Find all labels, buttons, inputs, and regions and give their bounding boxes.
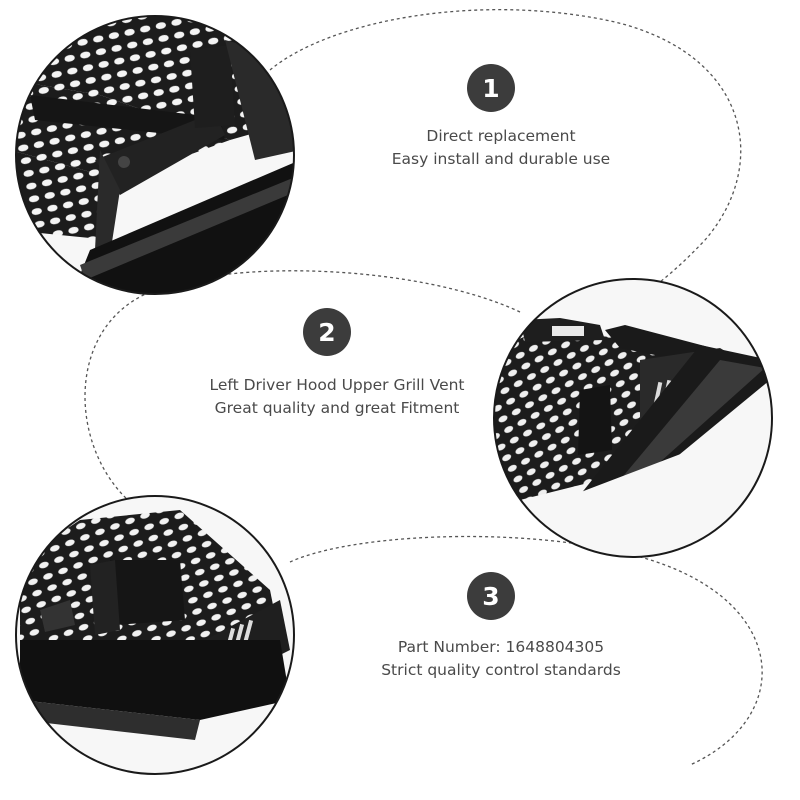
feature-description-2: Left Driver Hood Upper Grill Vent Great …: [165, 374, 509, 420]
dashed-outline-middle: [84, 270, 521, 511]
feature-2-line-1: Left Driver Hood Upper Grill Vent: [209, 376, 465, 394]
feature-1-line-2: Easy install and durable use: [391, 150, 611, 168]
product-closeup-top: [15, 15, 295, 295]
feature-number-badge-3: 3: [467, 572, 515, 620]
feature-number-badge-2: 2: [303, 308, 351, 356]
product-closeup-bottom: [15, 495, 295, 775]
feature-description-1: Direct replacement Easy install and dura…: [340, 125, 662, 171]
product-closeup-middle: [493, 278, 773, 558]
feature-2-line-2: Great quality and great Fitment: [214, 399, 460, 417]
feature-number-badge-1: 1: [467, 64, 515, 112]
dashed-outline-top: [269, 9, 742, 283]
feature-3-line-1: Part Number: 1648804305: [397, 638, 605, 656]
feature-1-line-1: Direct replacement: [426, 127, 576, 145]
dashed-outline-bottom: [289, 535, 763, 766]
feature-description-3: Part Number: 1648804305 Strict quality c…: [340, 636, 662, 682]
feature-3-line-2: Strict quality control standards: [381, 661, 621, 679]
